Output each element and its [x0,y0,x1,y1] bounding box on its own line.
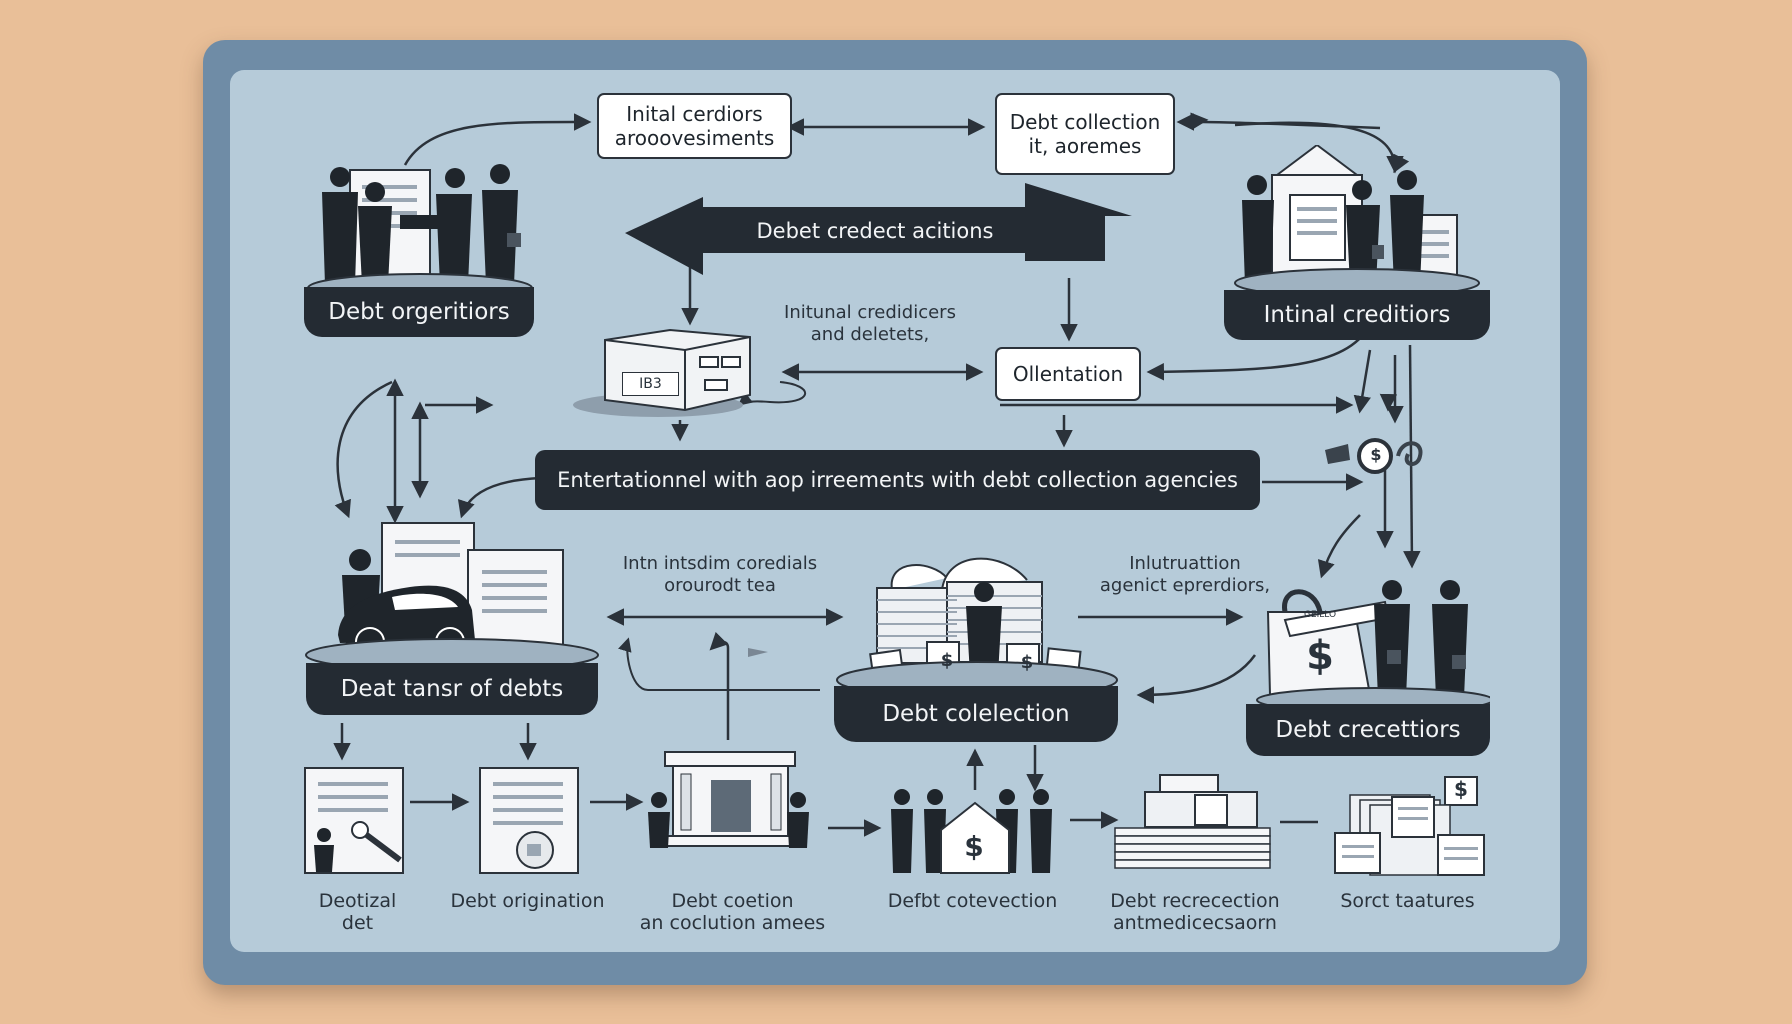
step-3-icon [648,751,809,848]
creditors-bag-dollar: $ [1306,633,1334,679]
debt-transfer-illustration [305,522,599,672]
step-3-caption-line1: Debt coetion [671,890,794,912]
debt-collection-agreements-box: Debt collection it, aoremes [995,93,1175,175]
step-6-caption-line1: Sorct taatures [1340,890,1475,912]
debt-collection-agreements-line1: Debt collection [1009,110,1161,134]
step-4-caption: Defbt cotevection [870,890,1075,912]
debt-collection-plaque: Debt colelection [834,686,1118,742]
debt-actions-arrow-banner [625,183,1132,275]
debt-collection-illustration [836,557,1118,699]
step-5-caption: Debt recrecection antmedicecsaorn [1095,890,1295,934]
debt-creditors-plaque: Debt crecettiors [1246,704,1490,756]
lower-left-note-line2: orourodt tea [664,575,776,596]
step-2-caption: Debt origination [450,890,605,912]
step-5-caption-line2: antmedicecsaorn [1113,912,1277,934]
step-4-dollar: $ [964,830,984,863]
initial-creditors-plaque: Intinal creditiors [1224,290,1490,340]
initial-creditors-line1: Inital cerdiors [626,102,763,126]
middle-note-line1: Initunal credidicers [784,302,956,323]
creditors-bag-sign: GEILLO [1303,610,1337,620]
debt-creditors-illustration [1256,580,1490,710]
step-6-dollar: $ [1454,777,1468,801]
step-3-caption-line2: an coclution amees [639,912,826,934]
coin-link-icon [1325,438,1423,474]
step-6-caption: Sorct taatures [1320,890,1495,912]
middle-note: Initunal credidicers and deletets, [770,302,970,346]
step-3-caption: Debt coetion an coclution amees [620,890,845,934]
step-4-icon [891,789,1052,874]
debt-collection-agreements-line2: it, aoremes [1028,134,1142,158]
lower-left-note-line1: Intn intsdim coredials [622,553,818,574]
step-5-caption-line1: Debt recrecection [1110,890,1280,912]
initial-creditors-line2: arooovesiments [614,126,775,150]
lower-left-note: Intn intsdim coredials orourodt tea [600,553,840,597]
collection-dollar-2: $ [1020,652,1034,673]
lower-right-note-line1: Inlutruattion [1129,553,1241,574]
agency-agreements-banner: Entertationnel with aop irreements with … [535,450,1260,510]
lower-right-note: Inlutruattion agenict eprerdiors, [1085,553,1285,597]
debt-transfer-plaque: Deat tansr of debts [306,663,598,715]
debt-originators-plaque: Debt orgeritiors [304,287,534,337]
initial-creditors-box: Inital cerdiors arooovesiments [597,93,792,159]
step-1-caption-line1: Deotizal [318,890,397,912]
debt-actions-banner-text: Debet credect acitions [756,219,994,243]
step-4-caption-line1: Defbt cotevection [887,890,1058,912]
step-6-icon [1334,776,1485,876]
step-1-caption-line2: det [341,912,374,934]
step-1-caption: Deotizal det [295,890,420,934]
step-5-icon [1114,774,1271,869]
step-2-icon [479,767,579,874]
middle-note-line2: and deletets, [810,324,930,345]
coin-dollar-sign: $ [1370,445,1382,464]
collection-dollar-1: $ [940,650,954,671]
orientation-box: Ollentation [995,347,1141,401]
lower-right-note-line2: agenict eprerdiors, [1099,575,1271,596]
step-2-caption-line1: Debt origination [450,890,605,912]
step-1-icon [304,767,404,874]
server-label: IB3 [622,372,679,396]
